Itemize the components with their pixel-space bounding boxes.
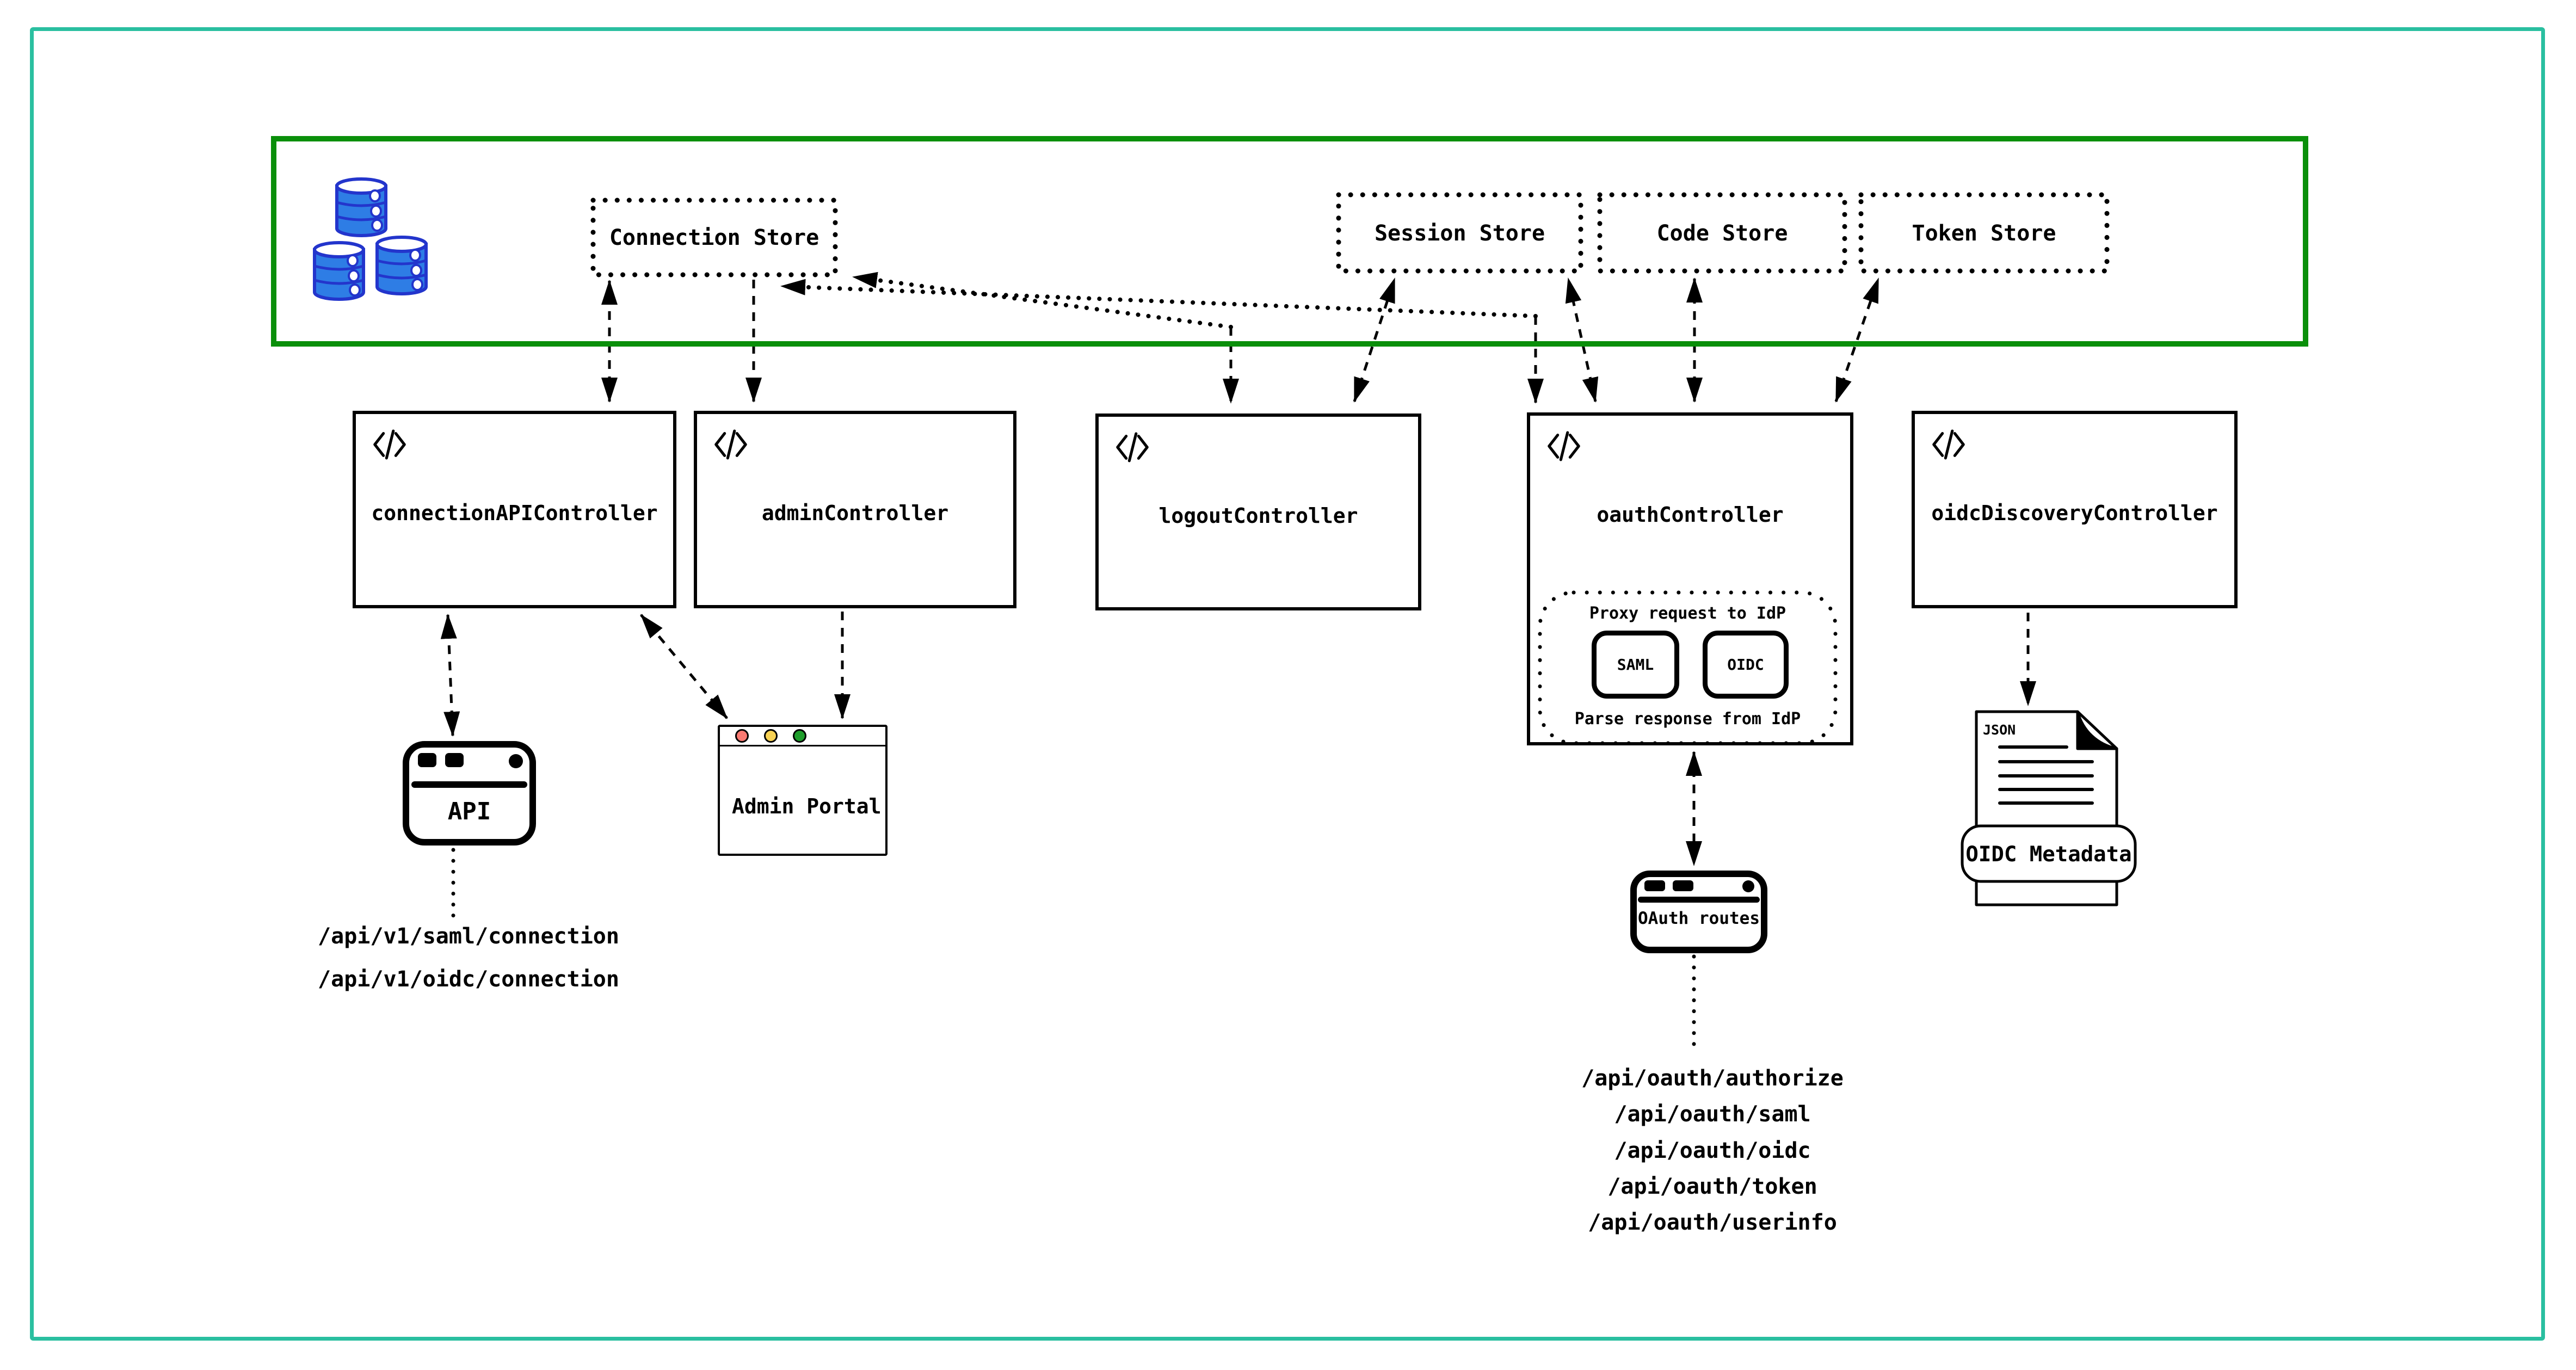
controller-admin: adminController [694,411,1016,608]
window-dot [509,754,523,768]
code-icon [1932,429,1965,460]
endpoint-oauth-userinfo: /api/oauth/userinfo [1588,1210,1837,1235]
code-icon [1548,431,1580,461]
outer-frame [30,27,2545,1341]
proxy-top-label: Proxy request to IdP [1589,604,1786,623]
controller-label: oidcDiscoveryController [1931,501,2218,525]
oauth-routes-label: OAuth routes [1638,909,1760,928]
window-bar [1638,897,1760,903]
store-label-code: Code Store [1656,221,1788,246]
traffic-light-yellow [764,729,778,743]
oidc-metadata-label: OIDC Metadata [1965,842,2131,867]
endpoint-connection-oidc: /api/v1/oidc/connection [318,967,619,992]
metadata-ribbon [1961,824,2137,883]
window-square [418,753,436,767]
traffic-light-green [793,729,806,743]
admin-portal-label: Admin Portal [732,794,882,818]
oauth-routes-icon: OAuth routes [1630,871,1767,953]
arrow-oauth-sessionstore [1565,277,1599,403]
window-dot [1742,880,1754,892]
api-window-label: API [447,798,491,825]
window-square [1673,880,1693,891]
code-icon [373,429,406,460]
arrow-logout-connectionstore-diagonal [851,271,1233,329]
proxy-bottom-label: Parse response from IdP [1574,709,1801,729]
store-label-session: Session Store [1374,221,1545,246]
endpoint-connection-saml: /api/v1/saml/connection [318,924,619,949]
document-fold [2076,710,2118,750]
saml-label: SAML [1617,656,1654,674]
endpoint-oauth-oidc: /api/oauth/oidc [1614,1138,1811,1163]
store-label-connection: Connection Store [609,225,819,250]
store-box-token [1858,192,2110,274]
endpoint-oauth-saml: /api/oauth/saml [1614,1102,1811,1127]
code-icon [1116,432,1149,462]
admin-portal-titlebar [720,727,885,746]
endpoint-oauth-authorize: /api/oauth/authorize [1581,1066,1844,1091]
controller-label: logoutController [1158,504,1358,528]
api-window-icon: API [403,741,536,846]
arrow-connectionapi-adminportal [640,614,728,719]
store-label-token: Token Store [1912,221,2056,246]
saml-box: SAML [1592,631,1679,699]
controller-oidc-discovery: oidcDiscoveryController [1912,411,2238,608]
arrow-logout-sessionstore [1353,277,1396,403]
store-box-code [1597,192,1847,274]
code-icon [714,429,747,460]
admin-portal-window: Admin Portal [718,725,888,856]
arrow-oauth-tokenstore [1834,277,1880,403]
document-text-lines [1998,745,2094,805]
oidc-box: OIDC [1703,631,1789,699]
endpoint-oauth-token: /api/oauth/token [1607,1174,1817,1199]
controller-label: adminController [761,501,949,525]
traffic-light-red [735,729,749,743]
json-file-type: JSON [1983,722,2016,738]
oidc-label: OIDC [1727,656,1764,674]
controller-oauth: oauthController [1527,412,1853,745]
store-box-session [1336,192,1583,274]
window-square [445,753,464,767]
data-layer-box [271,136,2308,347]
controller-label: connectionAPIController [371,501,658,525]
window-bar [411,781,527,788]
window-square [1644,880,1665,891]
oidc-metadata-document: JSON OIDC Metadata [1961,710,2137,906]
controller-connection-api: connectionAPIController [353,411,676,608]
arrow-connectionapi-apiwindow [440,614,460,737]
database-cluster-icon [313,177,428,301]
controller-logout: logoutController [1095,414,1421,610]
arrow-oauth-connectionstore-diagonal [779,279,1538,318]
store-box-connection [590,198,838,277]
controller-label: oauthController [1597,503,1784,527]
